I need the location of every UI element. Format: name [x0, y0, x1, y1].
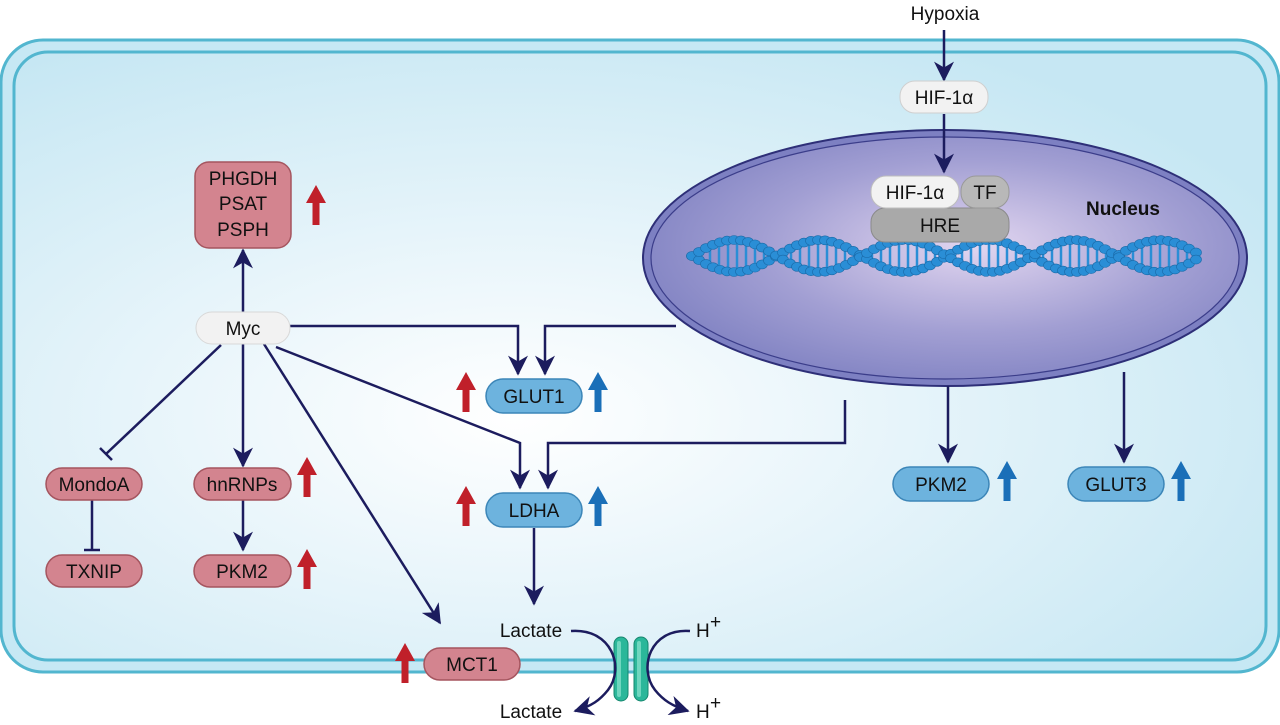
tf-label: TF — [973, 183, 996, 204]
enzyme-phgdh: PHGDH — [209, 169, 278, 190]
mondoa-label: MondoA — [59, 475, 130, 496]
mct-transporter — [613, 636, 649, 702]
ldha-box — [485, 492, 583, 528]
hif-cytoplasm-label: HIF-1α — [915, 88, 974, 109]
glut3-box — [1067, 466, 1165, 502]
tf-box — [960, 175, 1010, 209]
enzyme-psat: PSAT — [219, 194, 268, 215]
glut1-label: GLUT1 — [503, 387, 564, 408]
glut1-box — [485, 378, 583, 414]
myc-inhibits-mondoa-bar — [99, 447, 113, 461]
proton-intracellular-label: H — [696, 621, 710, 642]
pkm2-hif-up-arrow — [997, 461, 1017, 501]
lactate-intracellular-label: Lactate — [500, 621, 562, 642]
myc-to-ldha-arrow — [275, 345, 530, 490]
ldha-label: LDHA — [509, 501, 560, 522]
mondoa-box — [45, 467, 143, 501]
mct1-box — [423, 647, 521, 681]
dna-strand-b-bead — [1190, 254, 1202, 265]
proton-efflux-arrow — [646, 629, 691, 716]
proton-extracellular-label: H — [696, 702, 710, 723]
mct1-label: MCT1 — [446, 655, 498, 676]
proton-intracellular-sup: + — [710, 612, 721, 633]
transport-arrows — [570, 629, 691, 716]
hif-cytoplasm-box — [899, 80, 989, 114]
myc-to-glut1-arrow — [290, 324, 528, 376]
ldha-hif-up-arrow — [588, 486, 608, 526]
myc-inhibits-mondoa — [105, 344, 222, 455]
hre-label: HRE — [920, 216, 960, 237]
glut1-hif-up-arrow — [588, 372, 608, 412]
proton-extracellular-sup: + — [710, 693, 721, 714]
upregulation-arrows — [297, 185, 1191, 683]
myc-box — [195, 311, 291, 345]
txnip-box — [45, 554, 143, 588]
nucleus-to-glut1-arrow — [535, 324, 676, 376]
pkm2-hif-label: PKM2 — [915, 475, 967, 496]
pkm2-myc-up-arrow — [297, 549, 317, 589]
serine-enzymes-up-arrow — [306, 185, 326, 225]
pkm2-myc-box — [193, 554, 292, 588]
lactate-extracellular-label: Lactate — [500, 702, 562, 723]
hnrnps-box — [193, 467, 292, 501]
myc-label: Myc — [226, 319, 261, 340]
nucleus-target-arrows — [535, 324, 1134, 490]
hypoxia-label: Hypoxia — [911, 4, 980, 25]
hif-nuclear-box — [870, 175, 960, 209]
hnrnps-up-arrow — [297, 457, 317, 497]
myc-target-arrows — [84, 248, 544, 625]
glut3-hif-up-arrow — [1171, 461, 1191, 501]
myc-target-nodes: MondoA TXNIP hnRNPs PKM2 MCT1 — [45, 467, 521, 681]
hnrnps-label: hnRNPs — [207, 475, 278, 496]
hif-nuclear-label: HIF-1α — [886, 183, 945, 204]
ldha-myc-up-arrow — [456, 486, 476, 526]
txnip-label: TXNIP — [66, 562, 122, 583]
glut3-label: GLUT3 — [1085, 475, 1146, 496]
pkm2-hif-box — [892, 466, 990, 502]
serine-pathway-enzymes: PHGDH PSAT PSPH — [194, 161, 292, 249]
hif-tf-hre-complex: HRE TF HIF-1α — [870, 175, 1010, 243]
glut1-myc-up-arrow — [456, 372, 476, 412]
hif-target-nodes: GLUT1 LDHA PKM2 GLUT3 — [485, 378, 1165, 528]
nucleus-label: Nucleus — [1086, 199, 1160, 220]
lactate-efflux-arrow — [570, 629, 617, 716]
enzyme-psph: PSPH — [217, 220, 269, 241]
myc-to-mct1-arrow — [262, 343, 442, 625]
mct1-up-arrow — [395, 643, 415, 683]
nucleus-to-ldha-arrow — [538, 400, 847, 490]
pkm2-myc-label: PKM2 — [216, 562, 268, 583]
